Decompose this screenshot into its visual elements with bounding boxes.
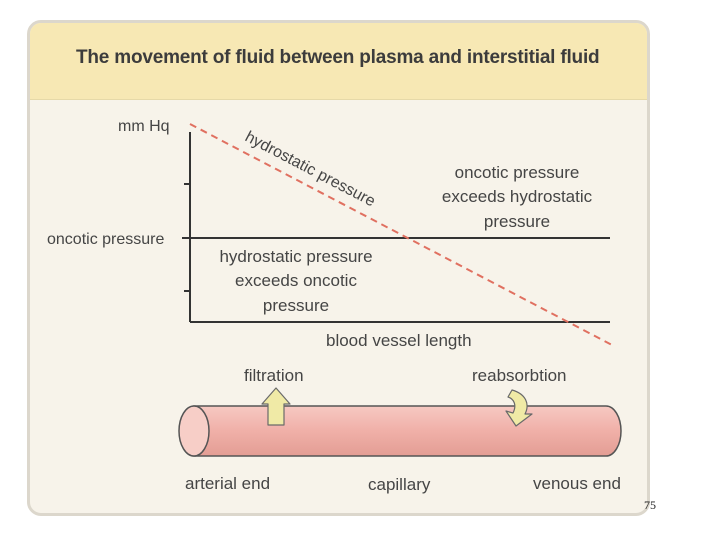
page-number: 75 [644, 498, 656, 512]
y-axis-label: mm Hq [118, 118, 170, 135]
hydrostatic-pressure-label: hydrostatic pressure [242, 128, 378, 210]
venous-end-label: venous end [533, 474, 621, 493]
filtration-arrow-icon [261, 387, 291, 426]
capillary-tube [178, 405, 622, 457]
filtration-label: filtration [244, 366, 304, 385]
region-label-line: oncotic pressure [455, 163, 580, 182]
capillary-label: capillary [368, 475, 431, 494]
region-label-line: hydrostatic pressure [219, 247, 372, 266]
hydrostatic-pressure-line [189, 123, 613, 346]
tube-opening [178, 405, 210, 457]
oncotic-pressure-label: oncotic pressure [47, 231, 164, 248]
title-band: The movement of fluid between plasma and… [30, 23, 647, 100]
figure-title: The movement of fluid between plasma and… [76, 47, 600, 68]
region-label-line: exceeds hydrostatic [442, 187, 593, 206]
reabsorption-arrow-icon [505, 389, 533, 427]
region-label-line: pressure [263, 296, 329, 315]
hydrostatic-label-line: pressure [315, 166, 378, 210]
lower-region-label: hydrostatic pressure exceeds oncotic pre… [219, 247, 372, 315]
arterial-end-label: arterial end [185, 474, 270, 493]
region-label-line: pressure [484, 212, 550, 231]
x-axis-label: blood vessel length [326, 331, 472, 350]
upper-region-label: oncotic pressure exceeds hydrostatic pre… [442, 163, 593, 231]
region-label-line: exceeds oncotic [235, 271, 357, 290]
reabsorption-label: reabsorbtion [472, 366, 567, 385]
